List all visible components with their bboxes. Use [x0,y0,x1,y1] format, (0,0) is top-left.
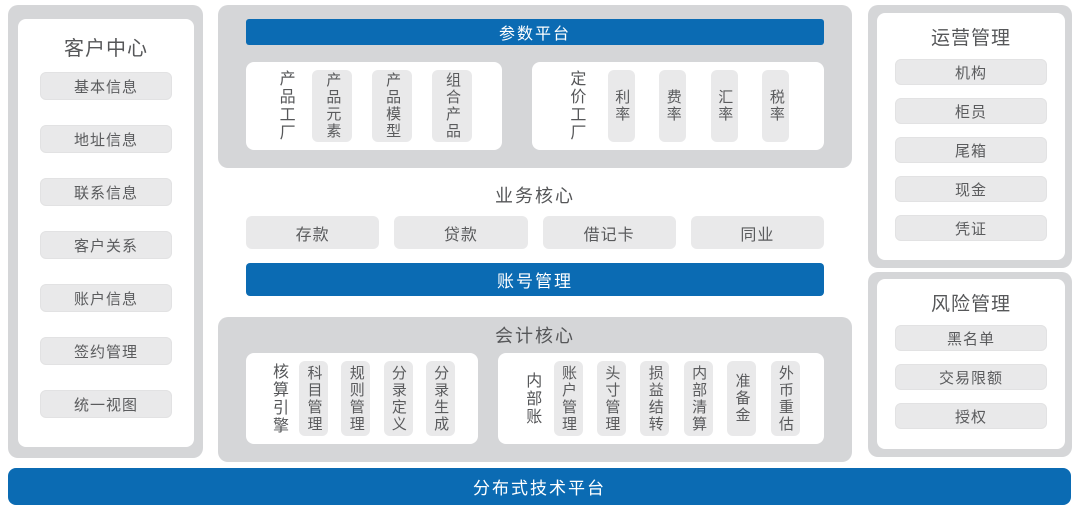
account-management-bar: 账号管理 [246,263,824,296]
module-tax-rate: 税率 [762,70,790,142]
parameter-groups-row: 产品工厂 产品元素 产品模型 组合产品 定价工厂 利率 费率 汇率 税率 [246,62,824,150]
module-product-element: 产品元素 [312,70,353,142]
product-factory-group: 产品工厂 产品元素 产品模型 组合产品 [246,62,502,150]
risk-list: 黑名单 交易限额 授权 [895,325,1047,429]
internal-account-label: 内部账 [523,371,541,426]
risk-management-title: 风险管理 [930,294,1011,315]
module-product-model: 产品模型 [372,70,413,142]
accounting-core-container: 会计核心 核算引擎 科目管理 规则管理 分录定义 分录生成 内部账 账户管理 头… [218,317,852,462]
parameter-platform-container: 参数平台 产品工厂 产品元素 产品模型 组合产品 定价工厂 利率 费率 汇率 税… [218,5,852,168]
ops-item-institution: 机构 [895,59,1047,85]
operations-management-panel: 运营管理 机构 柜员 尾箱 现金 凭证 [868,5,1072,268]
accounting-engine-label: 核算引擎 [269,362,287,435]
module-rule-mgmt: 规则管理 [341,361,371,436]
module-debit-card: 借记卡 [542,216,676,249]
customer-center-list: 基本信息 地址信息 联系信息 客户关系 账户信息 签约管理 统一视图 [40,72,172,418]
module-internal-clearing: 内部清算 [683,361,713,436]
accounting-engine-group: 核算引擎 科目管理 规则管理 分录定义 分录生成 [246,353,478,444]
module-loan: 贷款 [394,216,528,249]
customer-item-account-info: 账户信息 [40,284,172,312]
risk-item-transaction-limit: 交易限额 [895,364,1047,390]
module-subject-mgmt: 科目管理 [299,361,329,436]
module-entry-definition: 分录定义 [383,361,413,436]
customer-item-address-info: 地址信息 [40,125,172,153]
customer-item-basic-info: 基本信息 [40,72,172,100]
module-account-mgmt: 账户管理 [553,361,583,436]
module-deposit: 存款 [246,216,380,249]
business-core-row: 存款 贷款 借记卡 同业 [246,216,824,249]
customer-item-relations: 客户关系 [40,231,172,259]
module-exchange-rate: 汇率 [710,70,738,142]
module-reserve: 准备金 [727,361,757,436]
risk-item-blacklist: 黑名单 [895,325,1047,351]
pricing-factory-group: 定价工厂 利率 费率 汇率 税率 [532,62,824,150]
risk-item-authorization: 授权 [895,403,1047,429]
ops-item-cash: 现金 [895,176,1047,202]
module-combined-product: 组合产品 [432,70,473,142]
accounting-groups-row: 核算引擎 科目管理 规则管理 分录定义 分录生成 内部账 账户管理 头寸管理 损… [246,353,824,444]
operations-management-title: 运营管理 [930,28,1011,49]
customer-center-panel: 客户中心 基本信息 地址信息 联系信息 客户关系 账户信息 签约管理 统一视图 [8,5,203,458]
accounting-core-title: 会计核心 [495,326,575,346]
operations-management-inner: 运营管理 机构 柜员 尾箱 现金 凭证 [877,13,1065,260]
module-pl-carryover: 损益结转 [640,361,670,436]
customer-item-unified-view: 统一视图 [40,390,172,418]
customer-item-contract-mgmt: 签约管理 [40,337,172,365]
module-fx-revaluation: 外币重估 [770,361,800,436]
operations-list: 机构 柜员 尾箱 现金 凭证 [895,59,1047,241]
ops-item-teller: 柜员 [895,98,1047,124]
ops-item-cash-box: 尾箱 [895,137,1047,163]
parameter-platform-header: 参数平台 [246,19,824,45]
module-entry-generation: 分录生成 [425,361,455,436]
customer-item-contact-info: 联系信息 [40,178,172,206]
product-factory-label: 产品工厂 [276,70,294,142]
middle-column: 参数平台 产品工厂 产品元素 产品模型 组合产品 定价工厂 利率 费率 汇率 税… [218,5,852,462]
business-core-title: 业务核心 [495,186,575,206]
risk-management-panel: 风险管理 黑名单 交易限额 授权 [868,272,1072,457]
module-position-mgmt: 头寸管理 [596,361,626,436]
distributed-tech-platform-bar: 分布式技术平台 [8,468,1071,505]
risk-management-inner: 风险管理 黑名单 交易限额 授权 [877,279,1065,449]
ops-item-voucher: 凭证 [895,215,1047,241]
internal-account-group: 内部账 账户管理 头寸管理 损益结转 内部清算 准备金 外币重估 [498,353,824,444]
customer-center-inner: 客户中心 基本信息 地址信息 联系信息 客户关系 账户信息 签约管理 统一视图 [18,19,194,447]
module-interest-rate: 利率 [607,70,635,142]
module-interbank: 同业 [690,216,824,249]
customer-center-title: 客户中心 [64,38,148,60]
business-core-section: 业务核心 存款 贷款 借记卡 同业 账号管理 [218,168,852,317]
module-fee-rate: 费率 [659,70,687,142]
pricing-factory-label: 定价工厂 [567,70,585,142]
